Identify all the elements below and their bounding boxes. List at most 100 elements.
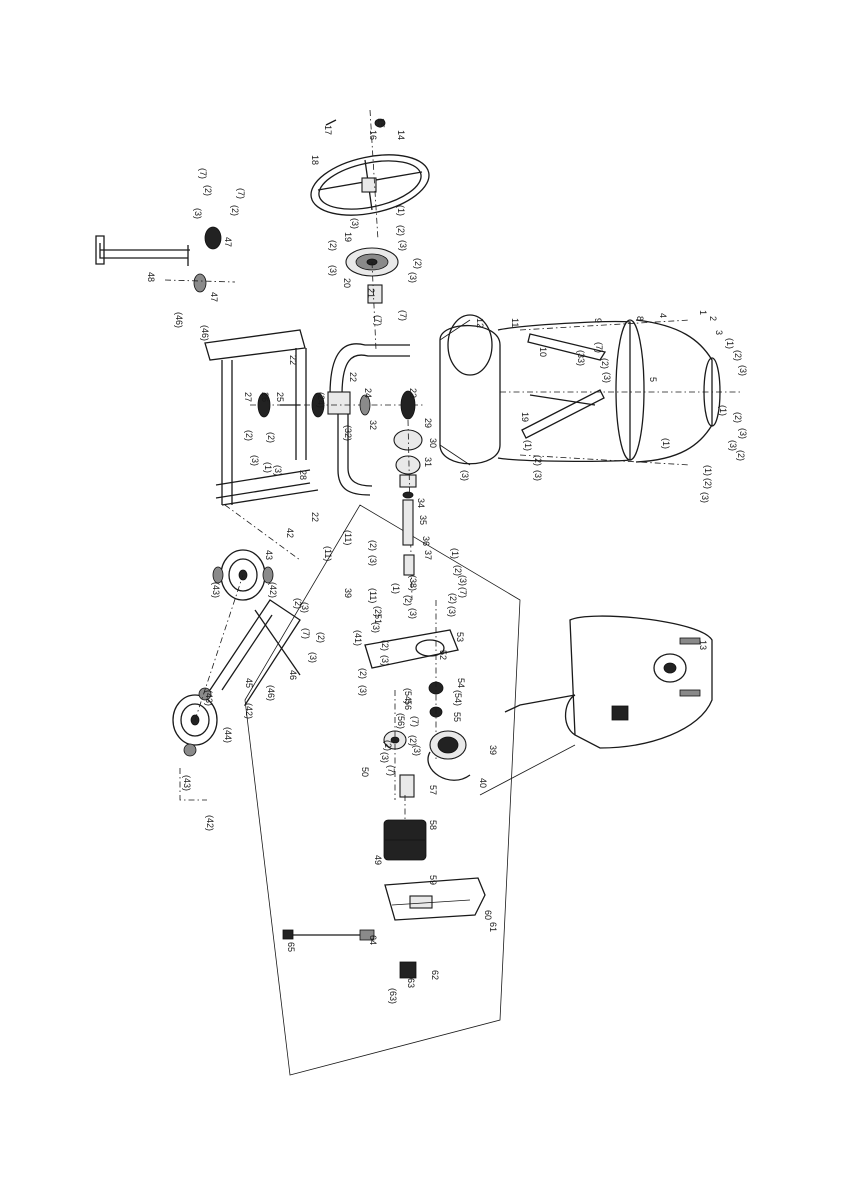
part-label: 48: [146, 272, 156, 282]
part-label: 55: [452, 712, 462, 722]
assembly-boundary: [244, 504, 521, 1076]
part-label: 11: [510, 318, 520, 327]
part-label: (2): [293, 598, 303, 609]
power-cord: [282, 929, 375, 941]
part-label: (44): [223, 727, 233, 743]
part-label: (1): [718, 405, 728, 416]
part-label: (46): [200, 325, 210, 341]
part-label: 53: [455, 632, 465, 642]
part-label: 20: [342, 278, 352, 288]
part-label: (7): [198, 168, 208, 179]
part-label: (54): [403, 688, 413, 704]
part-label: (33): [576, 350, 586, 366]
motor-cover: [479, 615, 713, 796]
part-label: (3): [408, 272, 418, 283]
part-label: (32): [343, 425, 353, 441]
part-label: (2): [448, 593, 458, 604]
part-label: (1): [391, 583, 401, 594]
part-label: (11): [323, 546, 333, 561]
part-label: 16: [368, 130, 378, 140]
part-label: 27: [243, 392, 253, 402]
part-label: 43: [264, 550, 274, 560]
part-label: (43): [182, 775, 192, 791]
part-label: 26: [260, 392, 270, 402]
part-label: (3): [380, 752, 390, 763]
part-label: (3): [602, 372, 612, 383]
part-label: (3): [460, 470, 470, 481]
part-label: 24: [363, 388, 373, 398]
part-label: 10: [538, 347, 548, 357]
part-label: (42): [268, 582, 278, 598]
part-label: 12: [475, 318, 485, 328]
mixing-drum: [439, 314, 740, 466]
part-label: 58: [428, 820, 438, 830]
tow-handle: [95, 235, 190, 266]
drive-shaft: [402, 491, 415, 576]
part-label: 51: [373, 614, 383, 624]
part-label: (3): [371, 622, 381, 633]
part-label: (2): [328, 240, 338, 251]
part-label: (3): [368, 555, 378, 566]
part-label: (1): [263, 462, 273, 473]
part-label: (1): [450, 548, 460, 559]
part-label: (11): [368, 588, 378, 603]
part-label: (43): [211, 582, 221, 598]
part-label: 54: [456, 678, 466, 688]
part-label: (2): [533, 455, 543, 466]
part-label: (2): [396, 225, 406, 236]
part-label: 4: [658, 313, 668, 318]
part-label: 29: [423, 418, 433, 428]
motor-plate: [364, 629, 459, 669]
part-label: 52: [438, 650, 448, 660]
part-label: (7): [386, 765, 396, 776]
part-label: (1): [703, 465, 713, 476]
part-label: 31: [423, 457, 433, 467]
main-frame: [204, 329, 319, 561]
part-label: (2): [266, 432, 276, 443]
part-label: (1): [396, 205, 406, 216]
part-label: 46: [288, 670, 298, 680]
part-label: (2): [383, 740, 393, 751]
bracket-assembly: [383, 690, 407, 800]
part-label: (11): [343, 530, 353, 545]
part-label: (2): [358, 668, 368, 679]
part-label: 42: [285, 528, 295, 538]
motor: [383, 774, 427, 861]
part-label: (2): [403, 595, 413, 606]
wheel-upper: [212, 549, 274, 601]
part-label: 23: [408, 388, 418, 398]
part-label: 50: [360, 767, 370, 777]
part-label: (1): [523, 440, 533, 451]
part-label: (3): [700, 492, 710, 503]
switch-box: [399, 961, 417, 979]
part-label: (54): [453, 690, 463, 706]
drum-yoke: [250, 343, 425, 496]
part-label: (3): [738, 365, 748, 376]
part-label: 22: [288, 355, 298, 365]
part-label: (3): [458, 575, 468, 586]
part-label: (7): [373, 315, 383, 326]
part-label: 14: [396, 130, 406, 140]
part-label: 36: [421, 536, 431, 546]
part-label: 63: [406, 978, 416, 988]
pinion: [367, 261, 383, 351]
part-label: (3): [738, 428, 748, 439]
part-label: (24): [316, 392, 326, 408]
part-label: 49: [373, 855, 383, 865]
part-label: 39: [488, 745, 498, 755]
part-label: (2): [380, 640, 390, 651]
wheel-lower: [172, 687, 218, 801]
part-label: 64: [368, 935, 378, 945]
part-label: (1): [661, 438, 671, 449]
part-label: 28: [298, 470, 308, 480]
part-label: 35: [418, 515, 428, 525]
part-label: (3): [250, 455, 260, 466]
part-label: 40: [478, 778, 488, 788]
part-label: 19: [343, 232, 353, 242]
part-label: (2): [703, 478, 713, 489]
part-label: (1): [725, 338, 735, 349]
part-label: 56: [403, 700, 413, 710]
